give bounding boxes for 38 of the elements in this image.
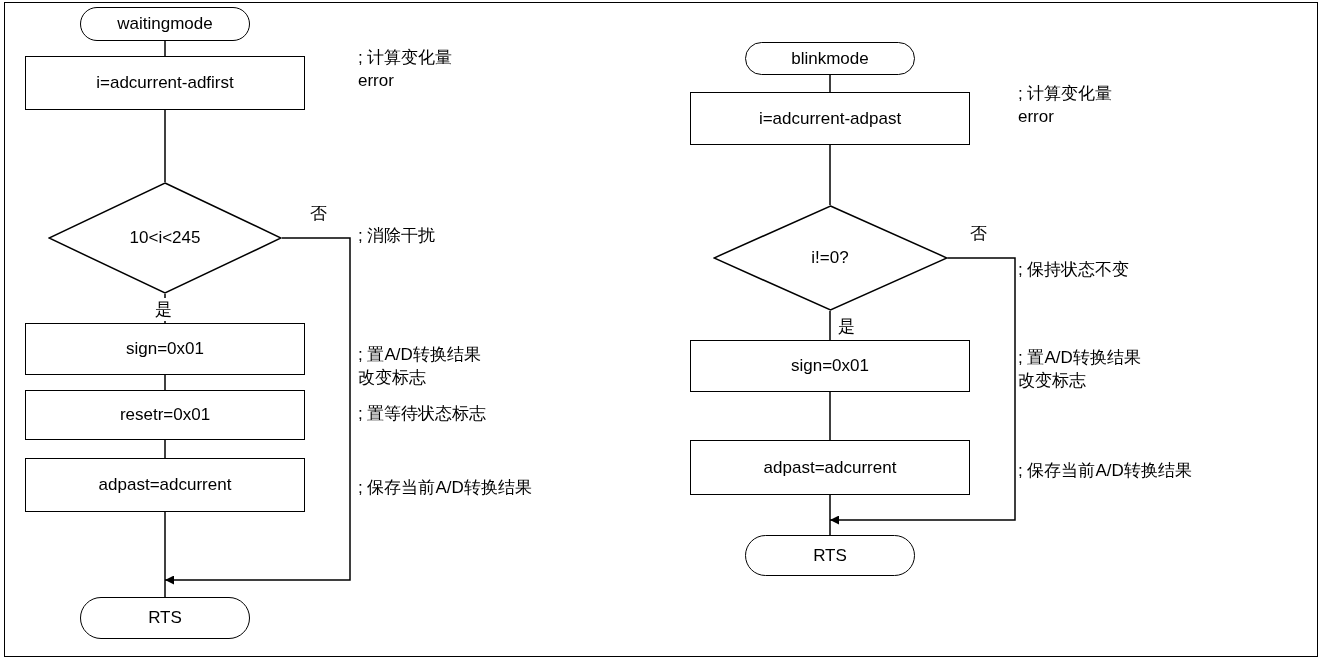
connector-line (164, 374, 166, 391)
process-box: sign=0x01 (690, 340, 970, 392)
process-box: i=adcurrent-adpast (690, 92, 970, 145)
comment-text: ; 置A/D转换结果改变标志 (1018, 347, 1142, 392)
process-box: resetr=0x01 (25, 390, 305, 440)
comment-text: ; 保存当前A/D转换结果 (358, 477, 533, 499)
comment-text: ; 置等待状态标志 (358, 403, 488, 425)
comment-text: ; 保存当前A/D转换结果 (1018, 460, 1193, 482)
process-box: sign=0x01 (25, 323, 305, 375)
connector-line (829, 310, 831, 341)
connector-line (829, 144, 831, 206)
process-box: adpast=adcurrent (690, 440, 970, 495)
terminal-box: blinkmode (745, 42, 915, 75)
edge-label: 是 (153, 298, 174, 321)
connector-line (829, 391, 831, 441)
terminal-box: RTS (745, 535, 915, 576)
comment-text: ; 置A/D转换结果改变标志 (358, 344, 482, 389)
decision-diamond (712, 205, 948, 311)
comment-text: ; 消除干扰 (358, 225, 436, 247)
process-box: adpast=adcurrent (25, 458, 305, 512)
decision-text: i!=0? (811, 248, 849, 268)
connector-line (164, 40, 166, 57)
edge-label: 是 (836, 315, 857, 338)
terminal-box: RTS (80, 597, 250, 639)
decision-diamond (48, 182, 282, 294)
connector-line (829, 74, 831, 93)
process-box: i=adcurrent-adfirst (25, 56, 305, 110)
arrow (164, 237, 351, 585)
comment-text: ; 计算变化量 error (1018, 83, 1114, 128)
connector-line (164, 511, 166, 598)
comment-text: ; 保持状态不变 (1018, 259, 1130, 281)
terminal-box: waitingmode (80, 7, 250, 41)
arrow (829, 257, 1016, 525)
comment-text: ; 计算变化量 error (358, 47, 454, 92)
connector-line (164, 439, 166, 459)
decision-text: 10<i<245 (129, 228, 201, 248)
connector-line (164, 109, 166, 183)
connector-line (829, 494, 831, 536)
